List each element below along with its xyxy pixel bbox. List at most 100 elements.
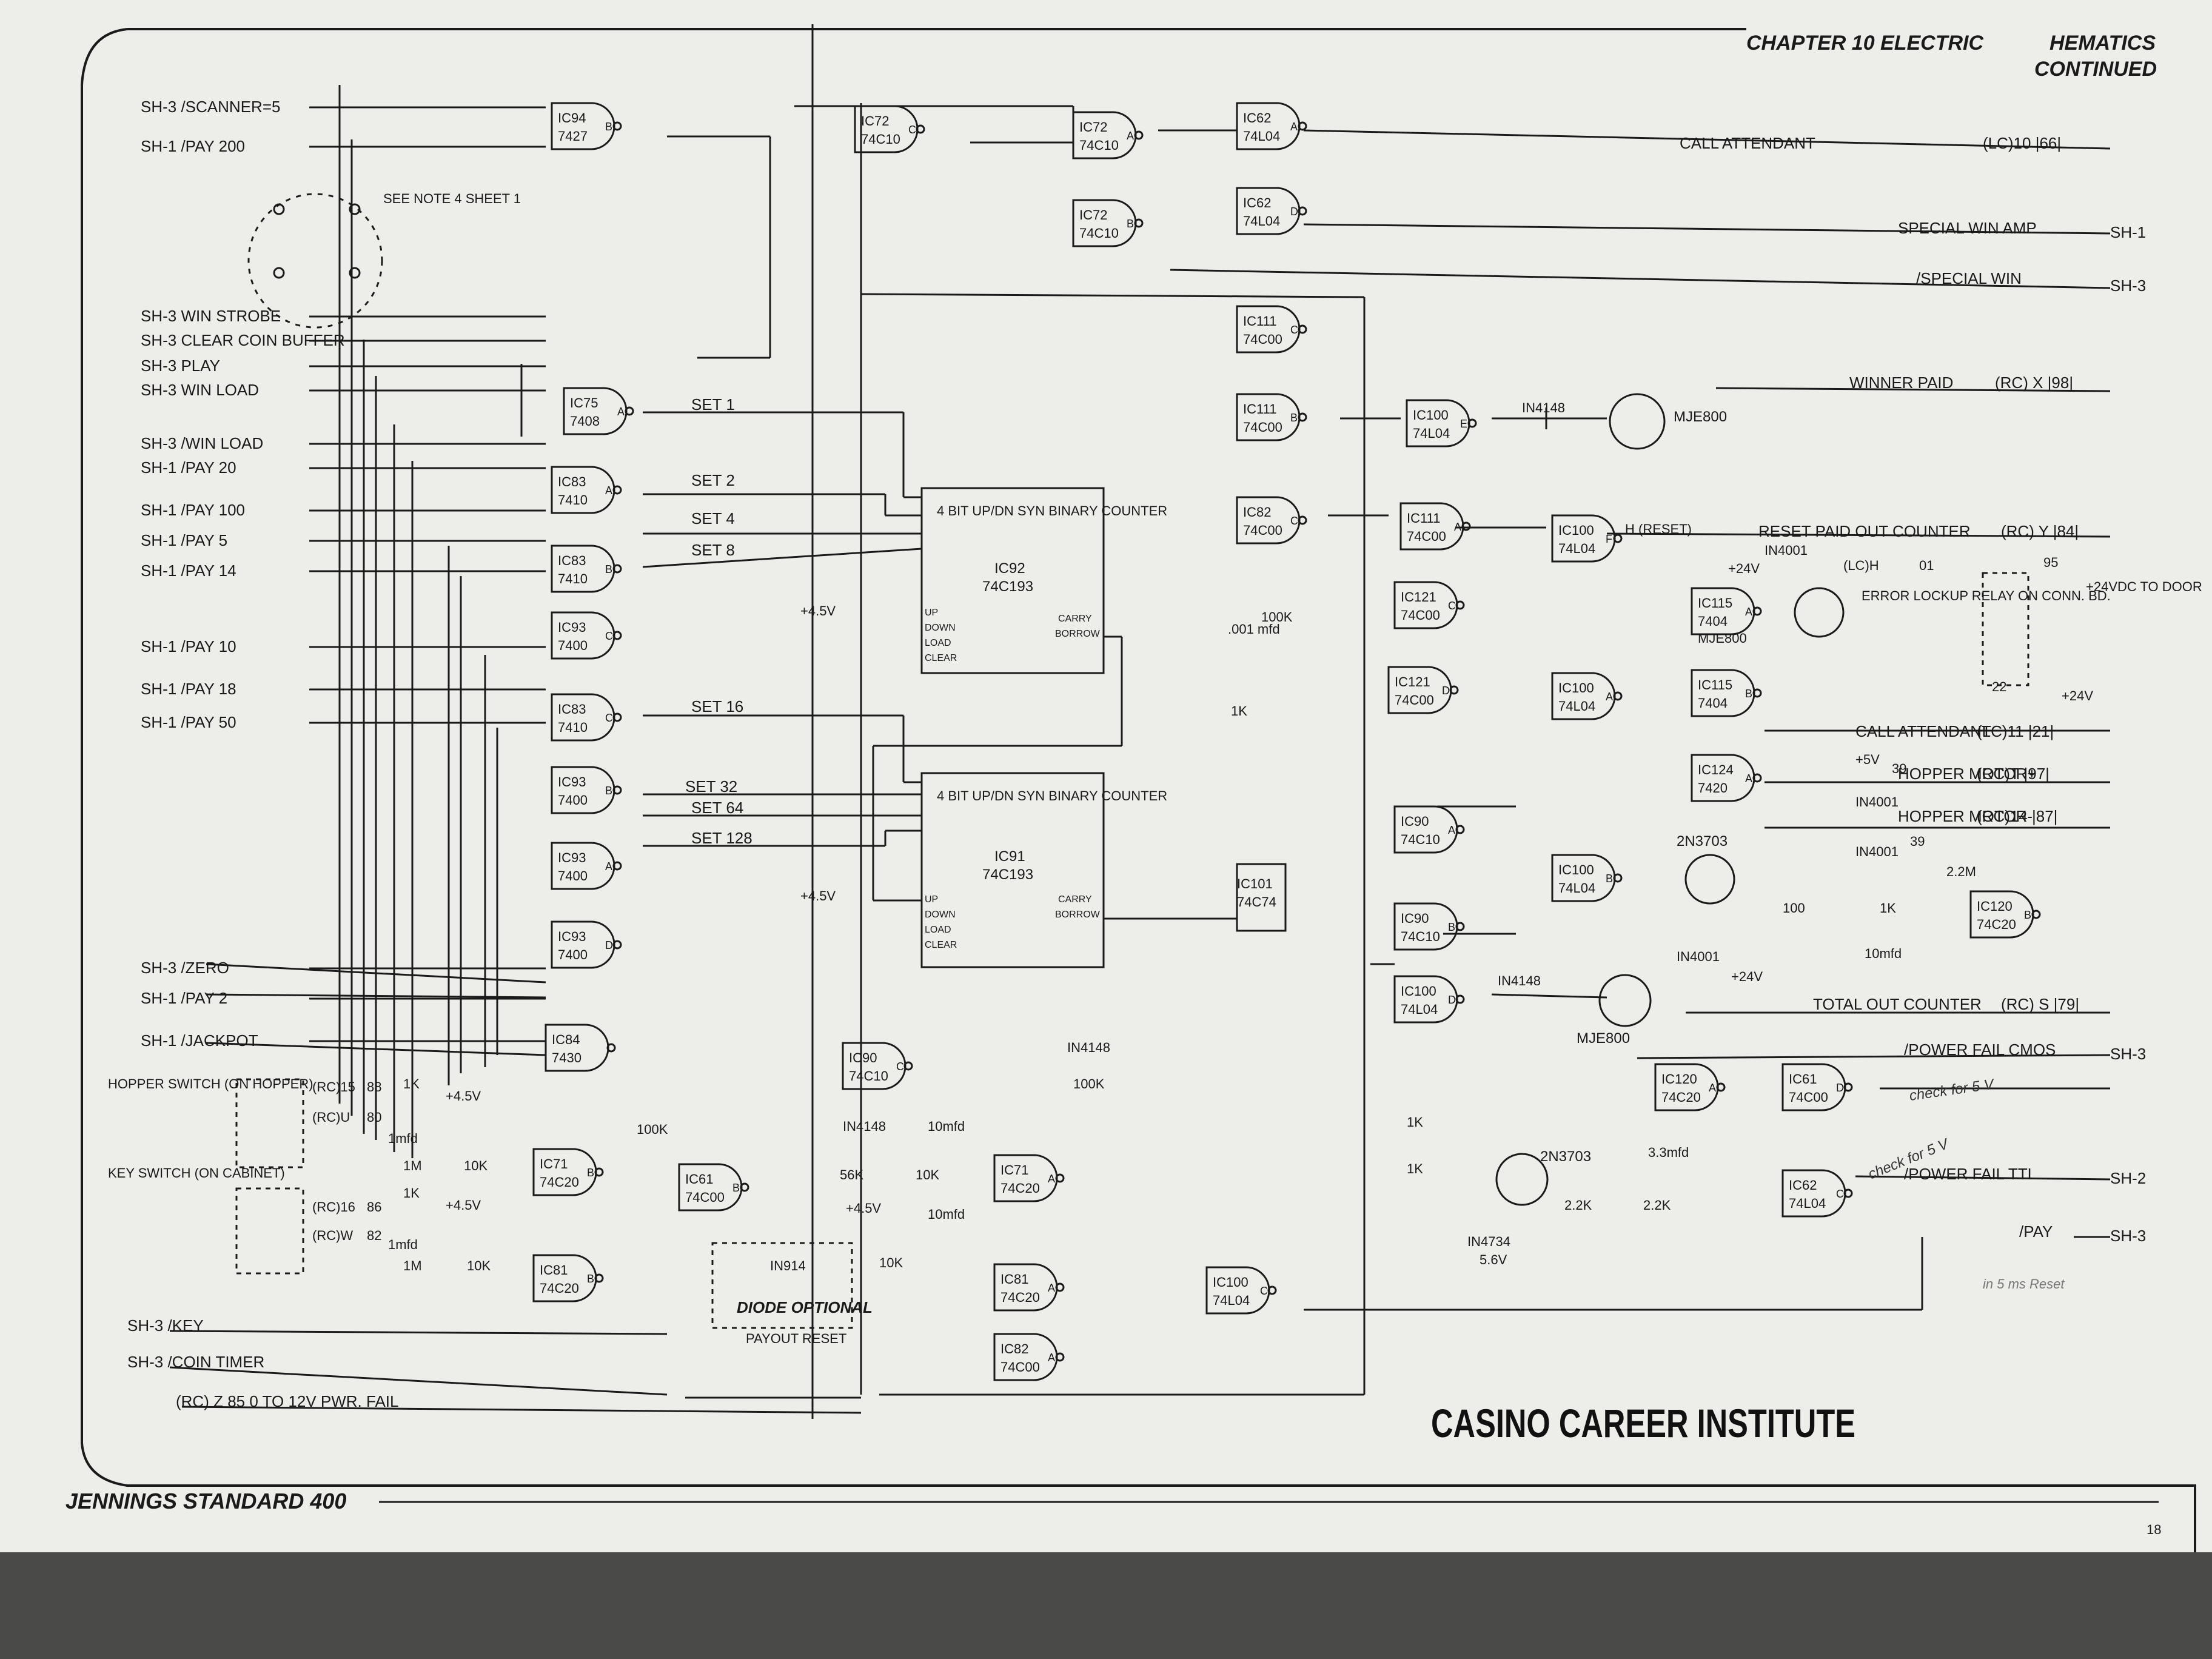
svg-text:B: B — [1127, 218, 1134, 230]
svg-text:IC62: IC62 — [1243, 110, 1271, 126]
svg-text:IC94: IC94 — [558, 110, 586, 126]
svg-text:IC115: IC115 — [1698, 595, 1732, 611]
svg-text:DIODE OPTIONAL: DIODE OPTIONAL — [737, 1298, 873, 1316]
svg-text:+24V: +24V — [1728, 561, 1760, 576]
svg-text:74C10: 74C10 — [1079, 138, 1119, 153]
svg-text:IC100: IC100 — [1558, 680, 1594, 695]
svg-text:IC93: IC93 — [558, 850, 586, 865]
input-label-12: SH-1 /PAY 18 — [141, 680, 236, 698]
svg-text:(RC)16: (RC)16 — [312, 1199, 355, 1215]
svg-text:MJE800: MJE800 — [1674, 409, 1727, 425]
svg-text:IC61: IC61 — [1789, 1071, 1817, 1087]
counter-ic91: 4 BIT UP/DN SYN BINARY COUNTER IC91 74C1… — [800, 772, 1167, 968]
svg-text:+24VDC TO DOOR: +24VDC TO DOOR — [2086, 579, 2202, 594]
svg-text:2N3703: 2N3703 — [1540, 1148, 1591, 1165]
svg-text:BORROW: BORROW — [1055, 629, 1101, 639]
output-signals: CALL ATTENDANT(LC)10 |66|SPECIAL WIN AMP… — [1680, 134, 2146, 1245]
schematic-sheet: CHAPTER 10 ELECTRIC HEMATICS CONTINUED J… — [0, 0, 2212, 1552]
svg-text:IC71: IC71 — [1000, 1162, 1028, 1178]
svg-text:82: 82 — [367, 1228, 381, 1243]
hopper-switch: HOPPER SWITCH (ON HOPPER) — [108, 1076, 313, 1168]
svg-text:74L04: 74L04 — [1558, 699, 1595, 714]
svg-text:IC90: IC90 — [849, 1050, 877, 1065]
output-conn-3: (RC) X |98| — [1995, 374, 2073, 392]
output-label-7: HOPPER MOTOR- — [1898, 807, 2033, 825]
output-conn-10: SH-2 — [2110, 1169, 2146, 1187]
input-label-6: SH-3 /WIN LOAD — [141, 434, 263, 452]
input-label-4: SH-3 PLAY — [141, 357, 220, 375]
svg-text:IN4001: IN4001 — [1765, 543, 1808, 558]
svg-text:LOAD: LOAD — [925, 925, 951, 935]
svg-text:A: A — [605, 860, 612, 873]
svg-text:A: A — [1290, 121, 1298, 133]
svg-text:IC71: IC71 — [540, 1156, 568, 1171]
svg-text:B: B — [732, 1182, 740, 1194]
svg-text:1K: 1K — [1231, 703, 1247, 719]
input-label-5: SH-3 WIN LOAD — [141, 381, 259, 399]
svg-text:IC100: IC100 — [1401, 984, 1436, 999]
svg-text:IC121: IC121 — [1395, 674, 1430, 689]
svg-text:+5V: +5V — [1855, 752, 1880, 767]
input-label-8: SH-1 /PAY 100 — [141, 501, 245, 519]
output-conn-11: SH-3 — [2110, 1227, 2146, 1245]
output-conn-9: SH-3 — [2110, 1045, 2146, 1063]
svg-text:74C193: 74C193 — [982, 578, 1033, 595]
svg-text:7400: 7400 — [558, 868, 588, 883]
output-conn-5: (LC)11 |21| — [1977, 722, 2054, 740]
institute-title: CASINO CAREER INSTITUTE — [1431, 1401, 1855, 1446]
svg-text:IC115: IC115 — [1698, 677, 1732, 692]
svg-text:CLEAR: CLEAR — [925, 940, 957, 950]
bottom-input-0: SH-3 /KEY — [127, 1316, 204, 1335]
svg-text:7408: 7408 — [570, 414, 600, 429]
svg-text:D: D — [605, 939, 613, 951]
svg-text:5.6V: 5.6V — [1480, 1252, 1507, 1267]
output-label-8: TOTAL OUT COUNTER — [1813, 995, 1982, 1013]
output-conn-8: (RC) S |79| — [2001, 995, 2079, 1013]
svg-text:74C20: 74C20 — [1977, 917, 2016, 932]
svg-text:7410: 7410 — [558, 571, 588, 586]
see-note: SEE NOTE 4 SHEET 1 — [383, 191, 521, 206]
svg-text:IC111: IC111 — [1243, 401, 1276, 417]
svg-text:56K: 56K — [840, 1167, 863, 1182]
svg-text:74L04: 74L04 — [1213, 1293, 1250, 1308]
svg-text:IC120: IC120 — [1661, 1071, 1697, 1087]
svg-text:39: 39 — [1892, 761, 1906, 776]
set-line-1: SET 2 — [691, 471, 735, 489]
svg-text:A: A — [605, 484, 612, 497]
svg-text:DOWN: DOWN — [925, 623, 956, 633]
svg-text:74C10: 74C10 — [1401, 929, 1440, 944]
svg-text:100K: 100K — [637, 1122, 668, 1137]
svg-text:C: C — [908, 124, 916, 136]
svg-text:1M: 1M — [403, 1258, 422, 1273]
svg-text:100K: 100K — [1261, 609, 1293, 625]
input-label-16: SH-1 /JACKPOT — [141, 1031, 258, 1050]
input-label-9: SH-1 /PAY 5 — [141, 531, 227, 549]
transistor-mje800-1: MJE800 — [1609, 393, 1727, 450]
svg-text:74C00: 74C00 — [1789, 1090, 1828, 1105]
svg-text:+4.5V: +4.5V — [800, 888, 836, 903]
input-bus — [338, 24, 862, 1419]
output-label-0: CALL ATTENDANT — [1680, 134, 1815, 152]
svg-text:B: B — [2024, 909, 2031, 921]
chapter-title: CHAPTER 10 ELECTRIC — [1746, 32, 1983, 55]
svg-text:7420: 7420 — [1698, 780, 1728, 796]
svg-text:D: D — [1442, 685, 1450, 697]
svg-text:+4.5V: +4.5V — [446, 1198, 481, 1213]
svg-text:100: 100 — [1783, 900, 1805, 916]
svg-text:A: A — [1448, 824, 1455, 836]
svg-text:7404: 7404 — [1698, 614, 1728, 629]
input-label-14: SH-3 /ZERO — [141, 959, 229, 977]
input-label-7: SH-1 /PAY 20 — [141, 458, 236, 477]
